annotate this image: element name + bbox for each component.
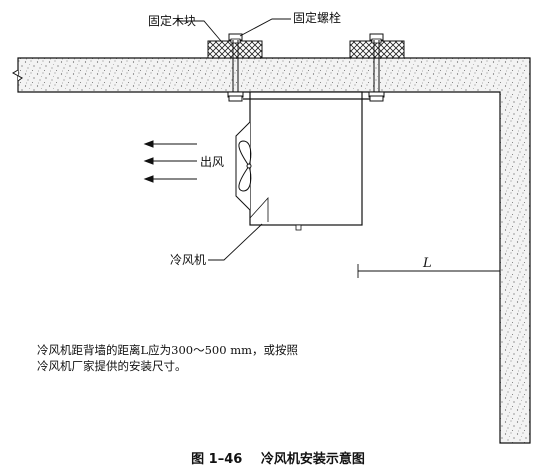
airflow-arrows bbox=[143, 140, 197, 183]
fixing-bolt-left bbox=[227, 33, 244, 102]
note-line-2: 冷风机厂家提供的安装尺寸。 bbox=[37, 359, 187, 373]
outlet-air-label: 出风 bbox=[200, 155, 224, 169]
unit-name-label: 冷风机 bbox=[170, 253, 206, 267]
fixing-wood-block-left bbox=[207, 40, 263, 59]
fixing-wood-label: 固定木块 bbox=[148, 13, 196, 28]
note-line-1: 冷风机距背墙的距离L应为300～500 mm，或按照 bbox=[37, 343, 298, 357]
distance-dimension bbox=[357, 264, 500, 278]
fixing-bolt-label: 固定螺栓 bbox=[293, 10, 341, 25]
figure-number: 图 1–46 bbox=[191, 452, 243, 467]
fixing-wood-block-right bbox=[349, 40, 405, 59]
figure-caption: 图 1–46 冷风机安装示意图 bbox=[0, 448, 556, 467]
figure-title: 冷风机安装示意图 bbox=[260, 452, 365, 467]
distance-symbol-label: L bbox=[422, 256, 432, 271]
concrete-structure bbox=[12, 57, 531, 444]
fan-icon bbox=[238, 140, 252, 192]
air-cooler-unit bbox=[235, 91, 370, 231]
fixing-bolt-right bbox=[368, 33, 385, 102]
installation-note: 冷风机距背墙的距离L应为300～500 mm，或按照 冷风机厂家提供的安装尺寸。 bbox=[37, 342, 457, 374]
leader-lines bbox=[176, 18, 291, 261]
